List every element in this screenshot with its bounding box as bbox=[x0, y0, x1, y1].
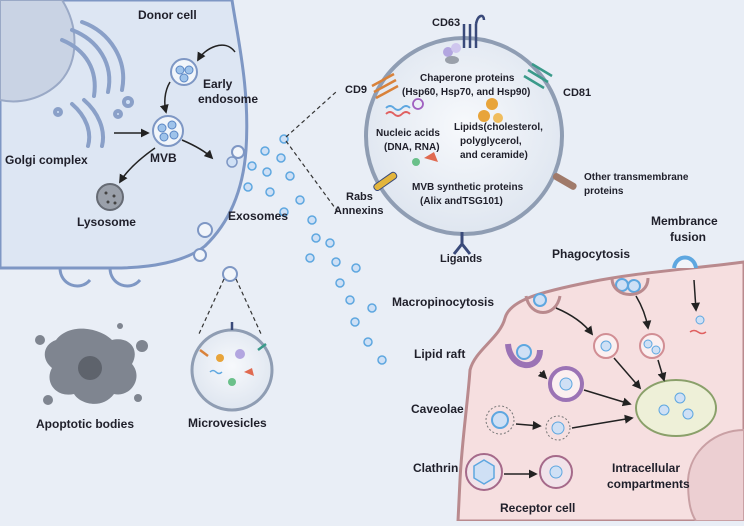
golgi-complex-icon bbox=[53, 20, 134, 148]
label-intracellular-2: compartments bbox=[607, 477, 690, 491]
internalized-vesicles bbox=[539, 315, 717, 489]
receptor-cell bbox=[456, 255, 744, 523]
receptor-cell-membrane bbox=[456, 260, 744, 523]
label-mvb-proteins-1: MVB synthetic proteins bbox=[412, 182, 524, 193]
mvb-proteins-icon bbox=[412, 152, 438, 166]
label-donor-cell: Donor cell bbox=[138, 8, 197, 22]
label-mvb: MVB bbox=[150, 151, 177, 165]
early-endosome-icon bbox=[170, 58, 198, 86]
label-other-tm-1: Other transmembrane bbox=[584, 172, 689, 183]
label-cd63: CD63 bbox=[432, 17, 460, 29]
caveolae-icon bbox=[485, 405, 515, 435]
label-other-tm-2: proteins bbox=[584, 186, 624, 197]
lysosome-icon bbox=[96, 183, 124, 211]
rabs-annexins-icon bbox=[373, 171, 398, 192]
cd9-icon bbox=[371, 72, 399, 100]
label-lipids-2: polyglycerol, bbox=[460, 136, 522, 147]
label-chaperone-1: Chaperone proteins bbox=[420, 73, 515, 84]
lipids-icon bbox=[478, 98, 503, 123]
intracellular-compartment-icon bbox=[635, 379, 717, 437]
lipid-raft-icon bbox=[505, 343, 543, 369]
label-membrane-fusion-2: fusion bbox=[670, 230, 706, 244]
nucleic-acids-icon bbox=[385, 98, 424, 117]
label-lipid-raft: Lipid raft bbox=[414, 347, 465, 361]
clathrin-icon bbox=[465, 453, 503, 491]
label-early-endosome-2: endosome bbox=[198, 92, 258, 106]
label-ligands: Ligands bbox=[440, 253, 482, 265]
label-receptor-cell: Receptor cell bbox=[500, 501, 575, 515]
cd63-icon bbox=[462, 14, 486, 48]
labels: Donor cell Early endosome MVB Golgi comp… bbox=[5, 8, 718, 515]
label-clathrin: Clathrin bbox=[413, 461, 458, 475]
label-intracellular-1: Intracellular bbox=[612, 461, 680, 475]
label-phagocytosis: Phagocytosis bbox=[552, 247, 630, 261]
label-apoptotic-bodies: Apoptotic bodies bbox=[36, 417, 134, 431]
cd81-icon bbox=[523, 62, 553, 90]
exosome-detail bbox=[285, 14, 577, 255]
label-mvb-proteins-2: (Alix andTSG101) bbox=[420, 196, 503, 207]
label-early-endosome-1: Early bbox=[203, 77, 233, 91]
microvesicle-detail bbox=[190, 266, 274, 412]
mvb-icon bbox=[152, 115, 184, 147]
label-lipids-1: Lipids(cholesterol, bbox=[454, 122, 543, 133]
label-nucleic-1: Nucleic acids bbox=[376, 128, 440, 139]
transmembrane-protein-icon bbox=[552, 172, 577, 190]
label-golgi: Golgi complex bbox=[5, 153, 88, 167]
label-membrane-fusion-1: Membrance bbox=[651, 214, 718, 228]
donor-cell bbox=[0, 0, 249, 288]
label-cd81: CD81 bbox=[563, 87, 591, 99]
label-nucleic-2: (DNA, RNA) bbox=[384, 142, 440, 153]
label-microvesicles: Microvesicles bbox=[188, 416, 267, 430]
released-exosomes bbox=[243, 134, 387, 365]
label-annexins: Annexins bbox=[334, 205, 384, 217]
label-chaperone-2: (Hsp60, Hsp70, and Hsp90) bbox=[402, 87, 530, 98]
label-macropinocytosis: Macropinocytosis bbox=[392, 295, 494, 309]
label-caveolae: Caveolae bbox=[411, 402, 464, 416]
microvesicle-membrane bbox=[190, 328, 274, 412]
label-lysosome: Lysosome bbox=[77, 215, 136, 229]
donor-nucleus bbox=[0, 0, 76, 103]
receptor-nucleus bbox=[686, 428, 744, 522]
ligands-icon bbox=[452, 232, 472, 255]
apoptotic-bodies-icon bbox=[35, 323, 148, 405]
label-rabs: Rabs bbox=[346, 191, 373, 203]
label-lipids-3: and ceramide) bbox=[460, 150, 528, 161]
label-exosomes: Exosomes bbox=[228, 209, 288, 223]
chaperone-proteins-icon bbox=[443, 43, 461, 64]
label-cd9: CD9 bbox=[345, 84, 367, 96]
